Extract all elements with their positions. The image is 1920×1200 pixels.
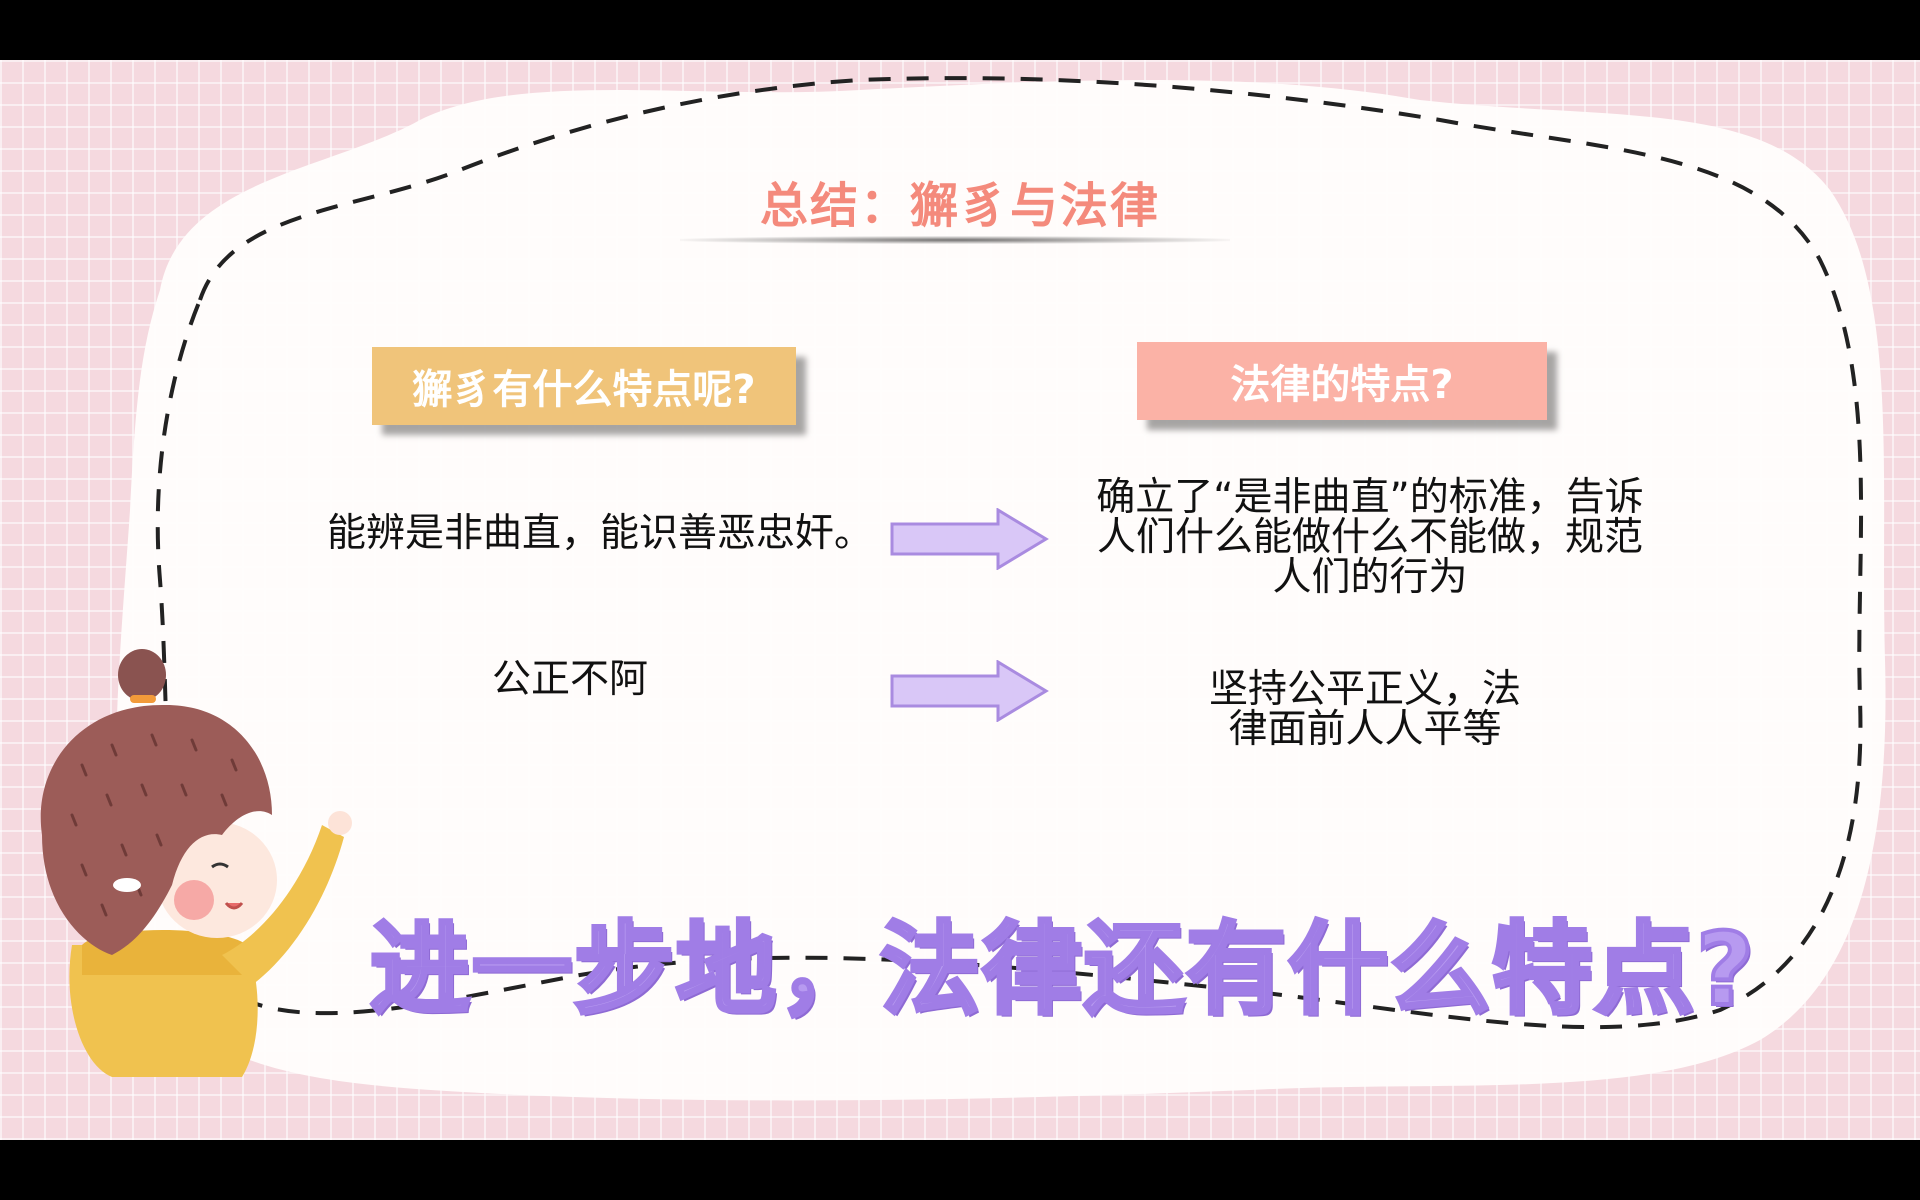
- slide: 总结：獬豸与法律 獬豸有什么特点呢? 法律的特点? 能辨是非曲直，能识善恶忠奸。…: [0, 60, 1920, 1140]
- right-arrow-icon: [890, 660, 1049, 722]
- slide-title: 总结：獬豸与法律: [759, 178, 1160, 234]
- cartoon-girl-illustration: [40, 649, 352, 1077]
- question-text: 进一步地，法律还有什么特点?: [368, 909, 1757, 1030]
- cloud-frame: [116, 76, 1886, 1101]
- right-label-text: 法律的特点?: [1230, 362, 1454, 408]
- title-underline: [680, 236, 1230, 244]
- row1-right-text: 确立了“是非曲直”的标准，告诉人们什么能做什么不能做，规范人们的行为: [1096, 475, 1644, 600]
- left-label-box: 獬豸有什么特点呢?: [372, 347, 796, 425]
- row2-right-text: 坚持公平正义，法律面前人人平等: [1208, 667, 1521, 752]
- right-label-box: 法律的特点?: [1137, 342, 1547, 420]
- row2-left-text: 公正不阿: [491, 657, 648, 702]
- left-label-text: 獬豸有什么特点呢?: [412, 367, 756, 413]
- row1-left-text: 能辨是非曲直，能识善恶忠奸。: [326, 511, 873, 556]
- right-arrow-icon: [890, 508, 1049, 570]
